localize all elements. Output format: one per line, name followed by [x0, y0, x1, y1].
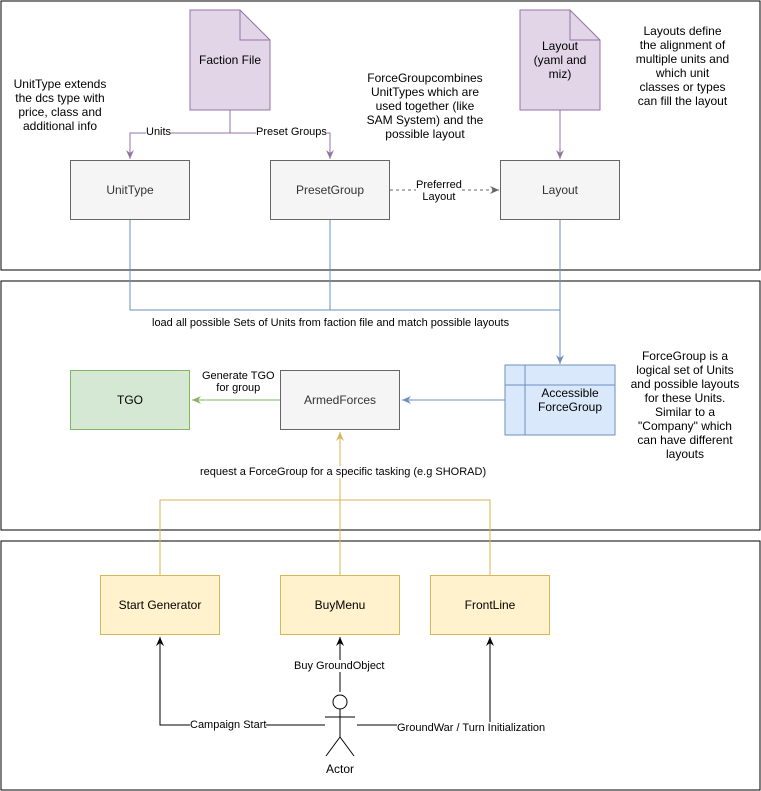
- note-force-group-combines: ForceGroupcombines UnitTypes which are u…: [366, 71, 484, 141]
- edge-label-generate-tgo: Generate TGO for group: [202, 370, 275, 394]
- actor-label: Actor: [325, 762, 354, 776]
- tgo-node[interactable]: TGO: [70, 370, 190, 430]
- faction-file-document: [189, 9, 271, 111]
- start-generator-node[interactable]: Start Generator: [100, 575, 220, 635]
- layout-file-document: [519, 9, 601, 111]
- edge-label-campaign-start: Campaign Start: [190, 719, 267, 731]
- edge-label-groundwar: GroundWar / Turn Initialization: [397, 722, 546, 734]
- layout-file-fold: [569, 10, 600, 41]
- unit-type-node[interactable]: UnitType: [70, 160, 190, 220]
- note-layouts-define: Layouts define the alignment of multiple…: [635, 24, 730, 108]
- buy-menu-node[interactable]: BuyMenu: [280, 575, 400, 635]
- lane-definitions: [0, 0, 761, 271]
- edge-frontline-request: [340, 499, 491, 575]
- edge-label-preferred-layout: Preferred Layout: [416, 179, 462, 203]
- layout-file-label: Layout (yaml and miz): [533, 39, 587, 81]
- edge-label-request: request a ForceGroup for a specific task…: [200, 466, 487, 478]
- edge-label-buy-ground-object: Buy GroundObject: [294, 660, 385, 672]
- actor-figure: [325, 694, 355, 757]
- note-unit-type: UnitType extends the dcs type with price…: [13, 77, 107, 133]
- edge-unittype-load: [129, 220, 560, 311]
- armed-forces-node[interactable]: ArmedForces: [280, 370, 400, 430]
- edge-label-units: Units: [146, 126, 172, 138]
- accessible-force-group-label[interactable]: Accessible ForceGroup: [537, 386, 603, 414]
- edge-label-preset-groups: Preset Groups: [256, 126, 327, 138]
- note-force-group-definition: ForceGroup is a logical set of Units and…: [630, 349, 740, 461]
- edge-actor-start-generator: [156, 637, 325, 726]
- preset-group-node[interactable]: PresetGroup: [270, 160, 390, 220]
- edge-start-generator-request: [159, 499, 340, 575]
- accessible-force-group-shape: [504, 364, 616, 436]
- edge-faction-units: [126, 110, 231, 159]
- edge-label-load-all: load all possible Sets of Units from fac…: [152, 317, 510, 329]
- faction-file-label: Faction File: [198, 53, 262, 67]
- front-line-node[interactable]: FrontLine: [430, 575, 550, 635]
- faction-file-fold: [239, 10, 270, 41]
- layout-node[interactable]: Layout: [500, 160, 620, 220]
